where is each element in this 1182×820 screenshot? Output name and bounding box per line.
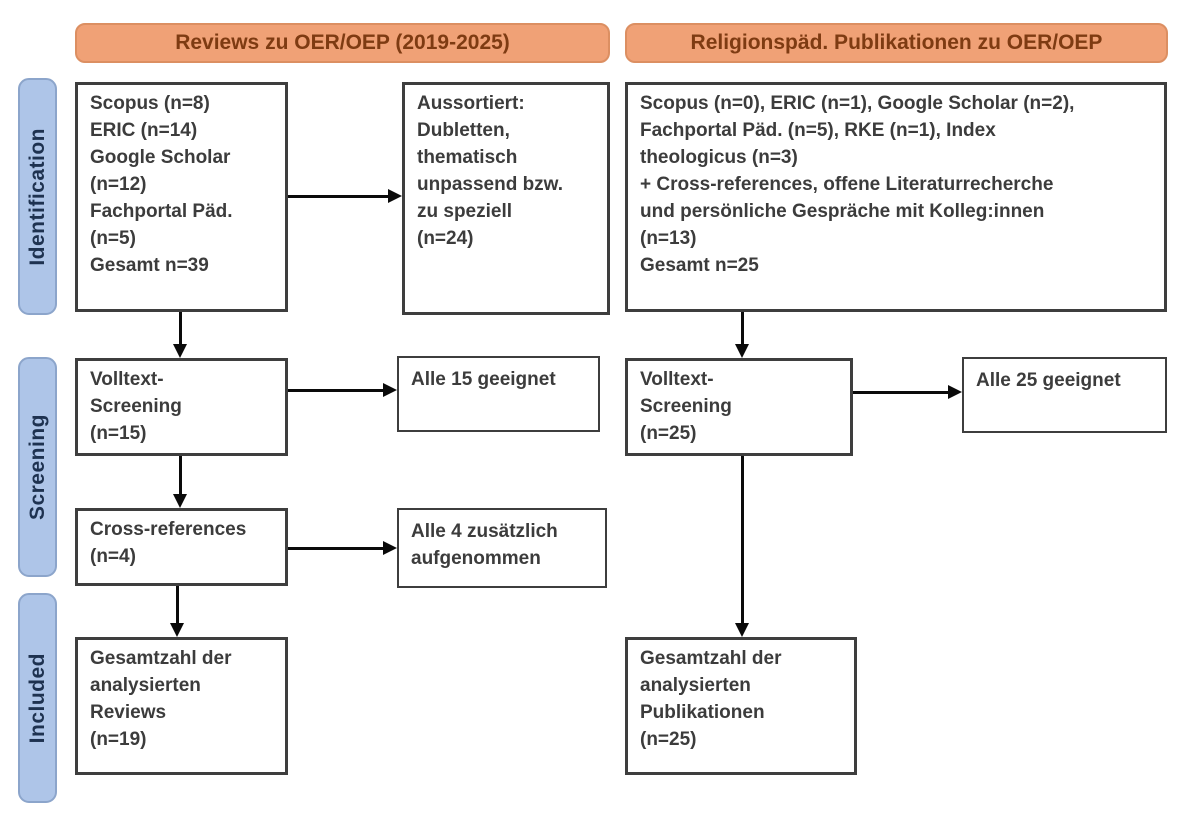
box-included-religionspaed: Gesamtzahl der analysierten Publikatione… xyxy=(625,637,857,775)
box-included-reviews: Gesamtzahl der analysierten Reviews (n=1… xyxy=(75,637,288,775)
box-fulltext-screening-reviews: Volltext- Screening (n=15) xyxy=(75,358,288,456)
arrowhead-right-icon xyxy=(388,189,402,203)
arrow-down-fulltext-to-crossref xyxy=(173,456,188,508)
arrow-down-sources-to-fulltext xyxy=(173,312,188,358)
stage-tab-identification: Identification xyxy=(18,78,57,315)
column-header-religionspaed-label: Religionspäd. Publikationen zu OER/OEP xyxy=(690,31,1103,54)
arrow-right-fulltext-to-result-right xyxy=(853,385,962,400)
arrowhead-down-icon xyxy=(173,494,187,508)
stage-tab-included-label: Included xyxy=(25,652,49,744)
arrow-right-crossref-to-result xyxy=(288,541,397,556)
arrow-line xyxy=(741,312,744,345)
arrow-line xyxy=(288,389,384,392)
stage-tab-included: Included xyxy=(18,593,57,803)
arrow-down-sources-to-fulltext-right xyxy=(735,312,750,358)
arrow-line xyxy=(179,456,182,495)
arrow-line xyxy=(288,195,389,198)
column-header-reviews-label: Reviews zu OER/OEP (2019-2025) xyxy=(175,31,510,54)
arrowhead-down-icon xyxy=(735,344,749,358)
arrowhead-down-icon xyxy=(170,623,184,637)
stage-tab-identification-label: Identification xyxy=(25,127,49,266)
arrowhead-right-icon xyxy=(948,385,962,399)
arrowhead-right-icon xyxy=(383,383,397,397)
arrow-down-crossref-to-included xyxy=(170,586,185,637)
arrowhead-down-icon xyxy=(735,623,749,637)
stage-tab-screening: Screening xyxy=(18,357,57,577)
arrow-line xyxy=(176,586,179,624)
arrowhead-right-icon xyxy=(383,541,397,555)
box-excluded-reviews: Aussortiert: Dubletten, thematisch unpas… xyxy=(402,82,610,315)
stage-tab-screening-label: Screening xyxy=(25,413,49,521)
arrow-down-fulltext-to-included-right xyxy=(735,456,750,637)
arrow-right-sources-to-excluded xyxy=(288,189,402,204)
box-sources-reviews: Scopus (n=8) ERIC (n=14) Google Scholar … xyxy=(75,82,288,312)
arrow-line xyxy=(179,312,182,345)
box-crossreferences: Cross-references (n=4) xyxy=(75,508,288,586)
arrow-line xyxy=(741,456,744,624)
arrow-line xyxy=(288,547,384,550)
box-crossreferences-result: Alle 4 zusätzlich aufgenommen xyxy=(397,508,607,588)
column-header-reviews: Reviews zu OER/OEP (2019-2025) xyxy=(75,23,610,63)
arrowhead-down-icon xyxy=(173,344,187,358)
box-sources-religionspaed: Scopus (n=0), ERIC (n=1), Google Scholar… xyxy=(625,82,1167,312)
column-header-religionspaed: Religionspäd. Publikationen zu OER/OEP xyxy=(625,23,1168,63)
box-fulltext-result-religionspaed: Alle 25 geeignet xyxy=(962,357,1167,433)
arrow-line xyxy=(853,391,949,394)
box-fulltext-result-reviews: Alle 15 geeignet xyxy=(397,356,600,432)
box-fulltext-screening-religionspaed: Volltext- Screening (n=25) xyxy=(625,358,853,456)
arrow-right-fulltext-to-result xyxy=(288,383,397,398)
